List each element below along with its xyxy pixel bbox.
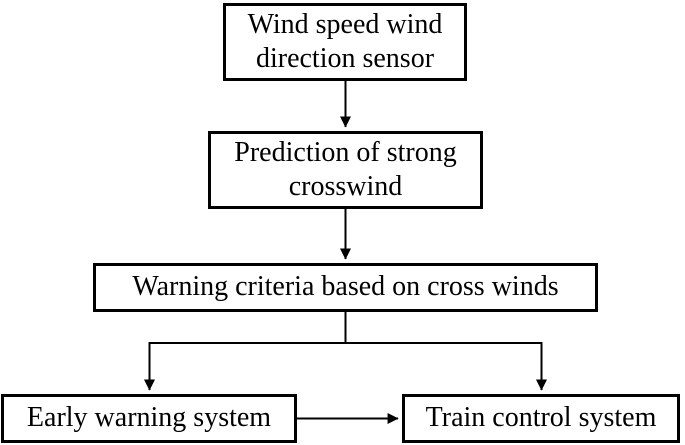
node-early-warning-system: Early warning system: [1, 394, 297, 443]
node-train-control-system: Train control system: [402, 394, 680, 443]
node-label-line: Early warning system: [26, 402, 272, 434]
node-label-line: Warning criteria based on cross winds: [132, 271, 559, 303]
node-wind-speed-direction-sensor: Wind speed wind direction sensor: [223, 3, 467, 81]
node-label-line: crosswind: [288, 171, 403, 202]
node-warning-criteria: Warning criteria based on cross winds: [93, 263, 598, 312]
node-prediction-strong-crosswind: Prediction of strong crosswind: [208, 131, 483, 209]
node-label-line: direction sensor: [255, 43, 435, 74]
node-label-line: Wind speed wind: [247, 8, 443, 40]
node-label-line: Prediction of strong: [234, 136, 457, 168]
node-label-line: Train control system: [425, 402, 657, 434]
